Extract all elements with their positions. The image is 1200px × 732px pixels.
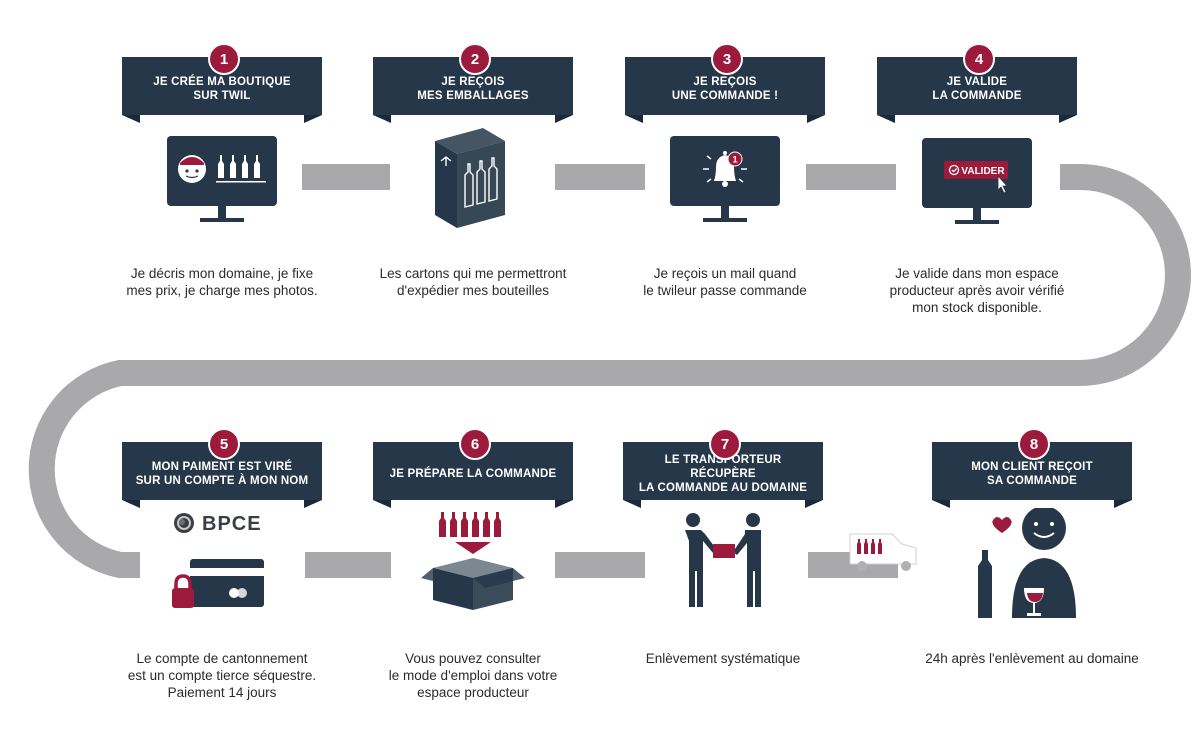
step-description-line: Je valide dans mon espace [895, 266, 1059, 281]
validate-button-label: VALIDER [961, 166, 1005, 177]
wine-box-icon [435, 128, 505, 228]
connector-1-2 [302, 164, 390, 190]
monitor-producer-bottles-icon [167, 136, 277, 222]
step-title-line: JE CRÉE MA BOUTIQUE [153, 76, 291, 88]
connector-4-5-curve [28, 164, 1191, 578]
bank-card-lock-icon: BPCE [172, 513, 264, 608]
step-description: Les cartons qui me permettront d'expédie… [343, 265, 603, 299]
connector-5-6 [305, 552, 391, 578]
bottles-into-box-icon [421, 512, 525, 610]
step-description-line: est un compte tierce séquestre. [127, 668, 317, 683]
step-title-line: SUR TWIL [193, 90, 251, 102]
step-description-line: Paiement 14 jours [167, 685, 277, 700]
step-description-line: Vous pouvez consulter [405, 651, 541, 666]
step-description: Vous pouvez consulter le mode d'emploi d… [343, 650, 603, 701]
step-title-line: JE REÇOIS [441, 76, 505, 88]
cursor-icon [997, 174, 1008, 194]
notification-count: 1 [732, 155, 737, 165]
step-description: 24h après l'enlèvement au domaine [902, 650, 1162, 667]
happy-client-wine-icon [978, 508, 1076, 618]
step-number-badge: 4 [963, 43, 995, 75]
step-title-line: MON PAIMENT EST VIRÉ [151, 461, 293, 473]
step-description-line: mon stock disponible. [912, 300, 1042, 315]
step-description: Enlèvement systématique [593, 650, 853, 667]
step-description: Je reçois un mail quand le twileur passe… [595, 265, 855, 299]
step-description-line: Enlèvement systématique [645, 651, 801, 666]
step-description-line: le twileur passe commande [643, 283, 807, 298]
step-description-line: d'expédier mes bouteilles [397, 283, 549, 298]
step-title-line: JE PRÉPARE LA COMMANDE [389, 468, 557, 480]
step-number-badge: 1 [208, 43, 240, 75]
step-number-badge: 3 [711, 43, 743, 75]
delivery-truck-icon [830, 533, 917, 571]
connector-6-7 [555, 552, 645, 578]
step-title-line: LA COMMANDE [932, 90, 1022, 102]
step-description-line: producteur après avoir vérifié [889, 283, 1065, 298]
step-description-line: 24h après l'enlèvement au domaine [925, 651, 1139, 666]
step-description-line: Je décris mon domaine, je fixe [130, 266, 314, 281]
step-title-line: LA COMMANDE AU DOMAINE [638, 482, 808, 494]
step-title-line: SUR UN COMPTE À MON NOM [135, 475, 309, 487]
step-description-line: mes prix, je charge mes photos. [126, 283, 318, 298]
monitor-bell-notification-icon: 1 [670, 136, 780, 222]
handover-package-icon [685, 513, 761, 607]
step-title-line: JE VALIDE [946, 76, 1008, 88]
step-title-line: SA COMMANDE [987, 475, 1077, 487]
step-description-line: Les cartons qui me permettront [379, 266, 567, 281]
connector-2-3 [555, 164, 645, 190]
step-number-badge: 8 [1018, 428, 1050, 460]
step-title-line: MON CLIENT REÇOIT [971, 461, 1093, 473]
step-title-line: LE TRANSPORTEUR RÉCUPÈRE [664, 454, 782, 480]
connector-3-4 [806, 164, 896, 190]
step-title-line: MES EMBALLAGES [417, 90, 529, 102]
step-number-badge: 6 [459, 428, 491, 460]
step-description-line: le mode d'emploi dans votre [388, 668, 558, 683]
step-title-line: UNE COMMANDE ! [671, 90, 779, 102]
step-description-line: Je reçois un mail quand [653, 266, 797, 281]
step-number-badge: 7 [709, 428, 741, 460]
step-title-line: JE REÇOIS [693, 76, 757, 88]
step-description: Le compte de cantonnement est un compte … [92, 650, 352, 701]
monitor-validate-button-icon: VALIDER [922, 138, 1032, 224]
step-description: Je valide dans mon espace producteur apr… [847, 265, 1107, 316]
step-title-banner: LE TRANSPORTEUR RÉCUPÈRE LA COMMANDE AU D… [623, 442, 823, 500]
step-description-line: Le compte de cantonnement [136, 651, 308, 666]
step-number-badge: 2 [459, 43, 491, 75]
step-description: Je décris mon domaine, je fixe mes prix,… [92, 265, 352, 299]
bank-logo-text: BPCE [202, 513, 262, 535]
step-number-badge: 5 [208, 428, 240, 460]
step-description-line: espace producteur [417, 685, 529, 700]
